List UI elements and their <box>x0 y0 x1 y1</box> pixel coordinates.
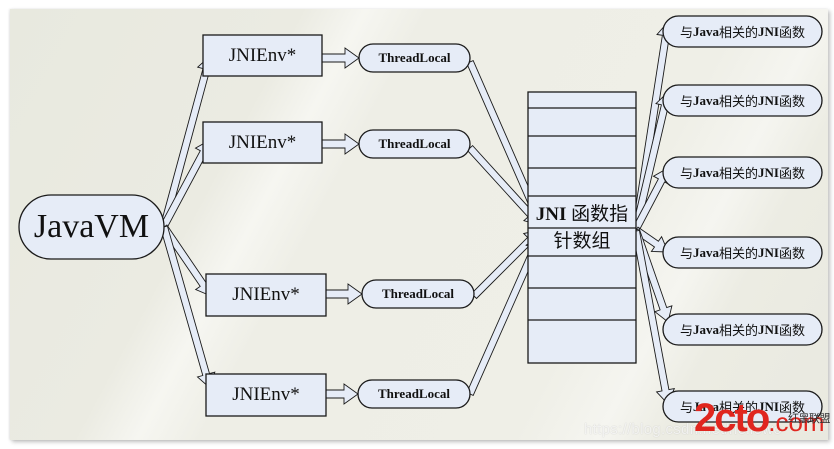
javavm-node <box>18 194 165 260</box>
jnienv-node-1 <box>202 34 323 77</box>
jnienv-node-3 <box>205 273 327 317</box>
function-pointer-table <box>527 91 637 364</box>
function-node-6 <box>662 390 823 423</box>
nodes-layer <box>18 15 823 423</box>
threadlocal-node-1 <box>358 43 471 73</box>
function-node-5 <box>662 313 823 346</box>
arrows-layer <box>160 21 676 405</box>
function-node-3 <box>662 156 823 189</box>
threadlocal-node-3 <box>361 279 475 309</box>
arrow-env-to-thread-2 <box>321 133 360 155</box>
arrow-env-to-thread-3 <box>325 283 363 305</box>
function-node-2 <box>662 84 823 117</box>
jnienv-node-2 <box>202 121 323 164</box>
jnienv-node-4 <box>205 373 327 417</box>
watermark-logo-suffix: .com <box>768 407 825 437</box>
function-node-1 <box>662 15 823 48</box>
threadlocal-node-4 <box>357 379 471 409</box>
arrow-env-to-thread-4 <box>325 383 359 405</box>
watermark-cn: 红黑联盟 <box>788 412 831 425</box>
watermark-url: https://blog.csdn.net/hellowo <box>584 421 782 438</box>
arrow-env-to-thread-1 <box>321 47 360 69</box>
watermark-logo-text: 2cto <box>694 396 770 440</box>
threadlocal-node-2 <box>358 129 471 159</box>
watermark-logo: 2cto.com <box>694 398 825 442</box>
function-node-4 <box>662 236 823 269</box>
arrow-table-to-func-3 <box>632 167 671 232</box>
